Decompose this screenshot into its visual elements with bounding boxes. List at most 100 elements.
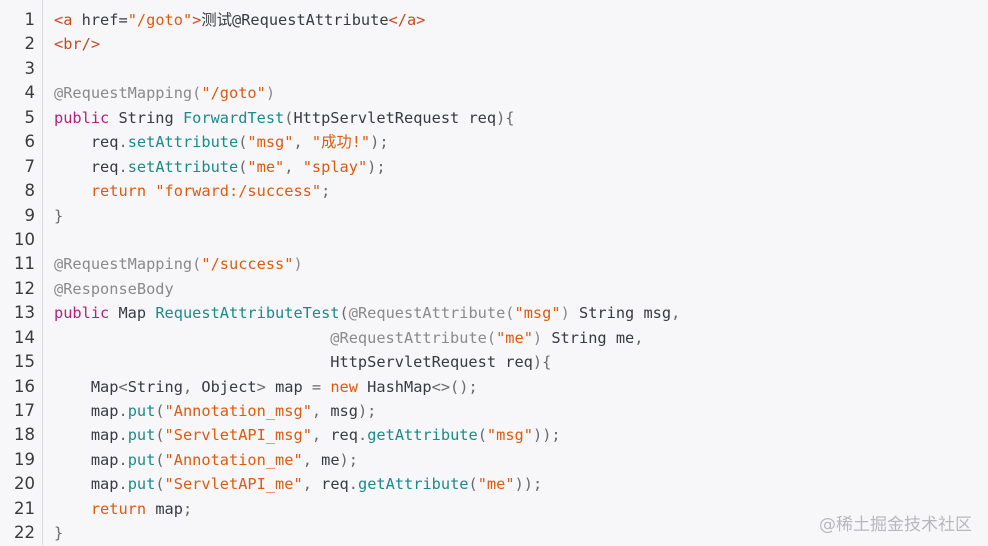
code-line: @RequestMapping("/success") — [54, 252, 988, 276]
code-line: @ResponseBody — [54, 277, 988, 301]
code-token: RequestAttributeTest — [155, 304, 340, 323]
code-token: , — [671, 304, 681, 323]
code-token: ( — [238, 133, 248, 152]
code-token: public — [54, 304, 119, 323]
code-token: ){ — [496, 108, 515, 127]
code-token: req — [54, 157, 119, 176]
code-token: ); — [370, 133, 389, 152]
line-number: 6 — [24, 132, 36, 152]
code-token: return — [54, 499, 156, 518]
code-token: ( — [468, 475, 478, 494]
code-token: new — [330, 377, 368, 396]
line-number: 5 — [24, 107, 36, 127]
code-token: ( — [238, 157, 248, 176]
code-token: "/goto" — [201, 84, 266, 103]
code-token: . — [118, 402, 128, 420]
code-token: , — [302, 450, 322, 469]
code-token: setAttribute — [127, 157, 239, 176]
code-token: ) — [293, 255, 303, 274]
code-token: . — [118, 475, 128, 494]
code-token: "/goto" — [127, 11, 193, 29]
code-token: Map — [118, 304, 156, 323]
code-token: msg — [330, 402, 358, 420]
code-token: HashMap — [367, 377, 432, 396]
line-number: 15 — [14, 352, 35, 372]
code-token: getAttribute — [367, 426, 478, 445]
code-token: Map — [54, 377, 119, 396]
code-token: HttpServletRequest req — [54, 353, 533, 372]
code-token: ){ — [532, 353, 552, 372]
line-number: 4 — [24, 83, 36, 103]
code-token — [54, 329, 330, 347]
code-token: String — [127, 377, 183, 396]
code-token: = — [311, 377, 331, 396]
code-token: put — [127, 426, 156, 445]
line-number: 14 — [14, 327, 35, 347]
code-token: put — [127, 475, 156, 494]
code-token: <br/> — [54, 35, 101, 54]
code-token: <>(); — [431, 377, 478, 396]
code-line: @RequestAttribute("me") String me, — [54, 326, 988, 350]
code-token: . — [357, 426, 368, 445]
code-token: req — [330, 426, 358, 445]
line-number: 9 — [24, 205, 36, 225]
code-line: public Map RequestAttributeTest(@Request… — [54, 301, 988, 325]
line-number: 12 — [14, 278, 35, 298]
code-area[interactable]: <a href="/goto">测试@RequestAttribute</a><… — [43, 0, 988, 545]
code-token: String — [118, 108, 183, 127]
code-line: @RequestMapping("/goto") — [54, 81, 988, 105]
code-line: return map; — [54, 497, 988, 521]
code-line — [54, 228, 988, 252]
code-line: return "forward:/success"; — [54, 179, 988, 203]
code-token: . — [118, 157, 128, 176]
line-number: 21 — [14, 498, 35, 518]
code-token: put — [127, 450, 156, 469]
code-line: map.put("Annotation_me", me); — [54, 448, 988, 472]
code-token: ) — [532, 328, 543, 347]
code-token: "me" — [477, 475, 515, 494]
code-token: < — [118, 377, 128, 396]
code-token: public — [54, 108, 119, 127]
code-token: "Annotation_msg" — [164, 402, 312, 420]
code-line: map.put("ServletAPI_me", req.getAttribut… — [54, 472, 988, 496]
code-token: return — [54, 182, 156, 201]
code-token: ) — [560, 304, 570, 323]
code-token: )); — [514, 475, 543, 494]
code-token: "msg" — [514, 304, 561, 323]
code-token: ( — [155, 475, 165, 494]
code-line — [54, 57, 988, 81]
code-line: HttpServletRequest req){ — [54, 350, 988, 374]
code-token: Object — [201, 377, 257, 396]
code-line: } — [54, 521, 988, 545]
code-token: map — [54, 402, 119, 420]
line-number: 22 — [14, 523, 35, 543]
code-token: @ResponseBody — [54, 279, 174, 298]
code-token: ; — [321, 182, 331, 201]
code-token: "msg" — [486, 426, 533, 445]
watermark: @稀土掘金技术社区 — [819, 515, 972, 535]
code-token: req — [54, 133, 119, 152]
code-token: ( — [284, 108, 294, 127]
code-token: ); — [339, 450, 358, 469]
code-token: , — [293, 133, 312, 152]
code-token: ( — [339, 304, 349, 323]
code-token: map — [275, 377, 312, 396]
line-number: 19 — [14, 449, 35, 469]
code-token: } — [54, 206, 64, 225]
code-line: map.put("Annotation_msg", msg); — [54, 399, 988, 423]
code-token: HttpServletRequest req — [293, 108, 497, 127]
code-token: map — [54, 450, 119, 469]
line-number: 18 — [14, 425, 35, 445]
code-token: . — [118, 133, 128, 152]
code-line: req.setAttribute("me", "splay"); — [54, 155, 988, 179]
code-token: "msg" — [247, 133, 294, 152]
code-token: , — [634, 328, 644, 347]
line-number: 10 — [14, 229, 35, 249]
code-token: "ServletAPI_me" — [164, 475, 303, 494]
code-token: , — [302, 475, 322, 494]
code-token: <a — [54, 11, 82, 29]
code-token: > — [256, 377, 276, 396]
code-token: ( — [477, 426, 487, 445]
